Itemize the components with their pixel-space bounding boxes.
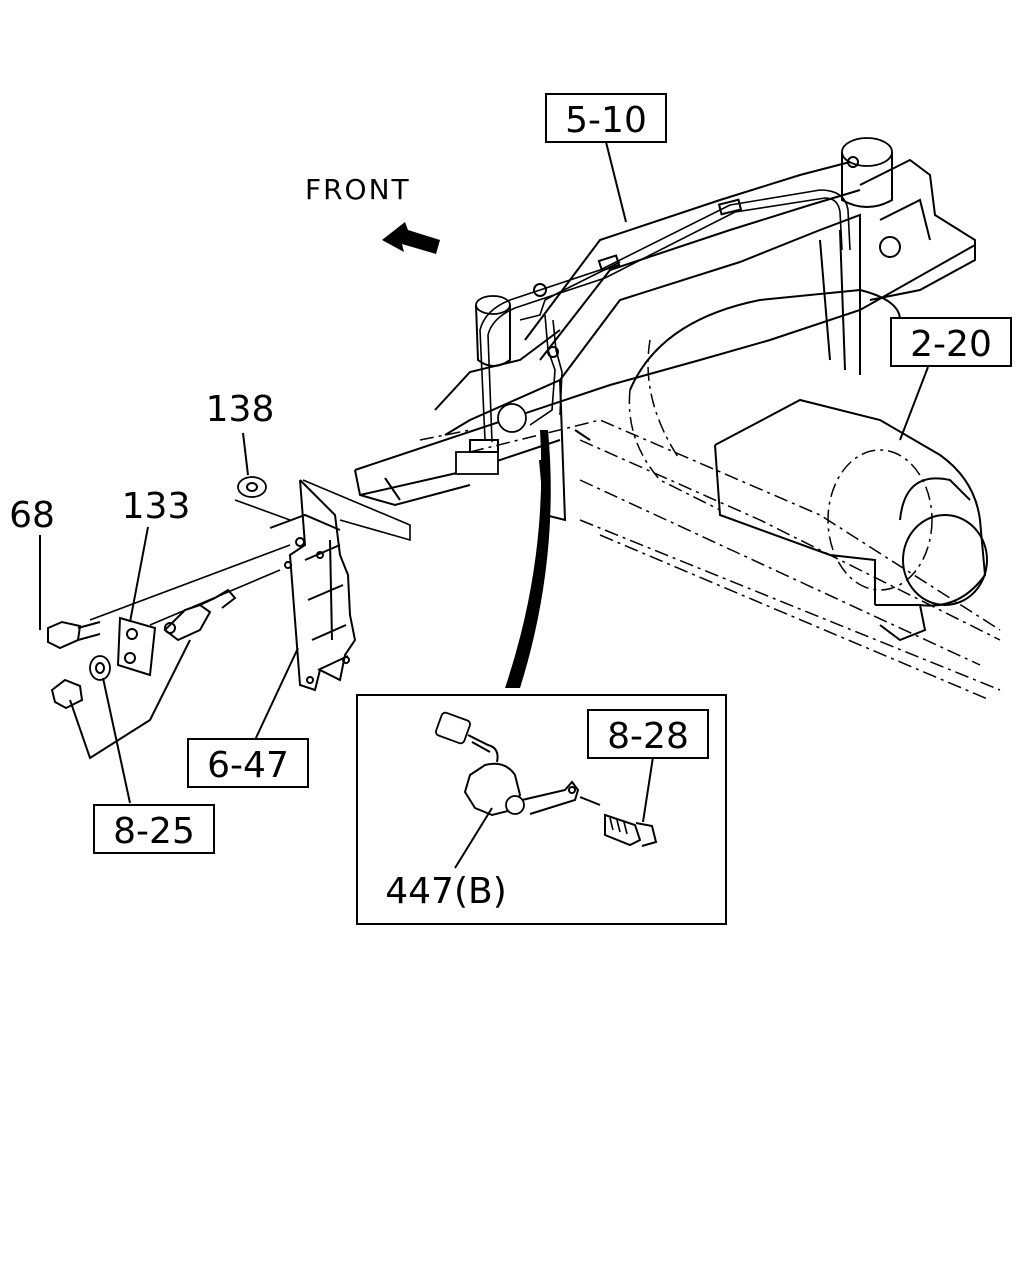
part-number-133: 133 bbox=[122, 486, 191, 527]
part-number-447b: 447(B) bbox=[385, 871, 507, 912]
ref-box-6-47 bbox=[187, 738, 309, 788]
front-arrow-icon bbox=[382, 222, 440, 254]
chassis-frame-drawing bbox=[354, 137, 1001, 701]
ref-box-2-20 bbox=[890, 317, 1012, 367]
leader-5-10 bbox=[605, 141, 627, 223]
leader-8-25 bbox=[102, 677, 131, 804]
part-number-138: 138 bbox=[206, 389, 275, 430]
ref-label-5-10: 5-10 bbox=[565, 100, 647, 141]
bracket-drawing bbox=[47, 476, 411, 760]
ref-label-2-20: 2-20 bbox=[910, 324, 992, 365]
leader-6-47 bbox=[254, 647, 299, 741]
ref-label-8-25: 8-25 bbox=[113, 811, 195, 852]
leader-138 bbox=[242, 432, 249, 476]
leader-8-28 bbox=[642, 756, 654, 823]
detail-callout-line bbox=[505, 430, 551, 688]
ref-label-6-47: 6-47 bbox=[207, 745, 289, 786]
leader-133 bbox=[129, 526, 149, 623]
leader-447b bbox=[454, 807, 493, 869]
ref-label-8-28: 8-28 bbox=[607, 716, 689, 757]
part-number-68: 68 bbox=[9, 495, 55, 536]
transmission-drawing bbox=[628, 288, 988, 642]
ref-box-8-28 bbox=[587, 709, 709, 759]
ref-box-5-10 bbox=[545, 93, 667, 143]
front-label: FRONT bbox=[305, 173, 411, 206]
leader-2-20 bbox=[899, 366, 929, 441]
ref-box-8-25 bbox=[93, 804, 215, 854]
valve-detail-drawing bbox=[435, 711, 658, 847]
